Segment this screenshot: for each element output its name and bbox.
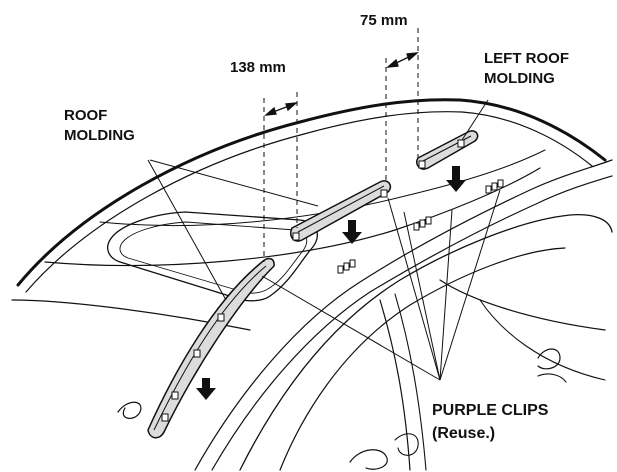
roof-molding-label-1: ROOF	[64, 107, 107, 124]
roof-molding-front	[147, 257, 275, 439]
install-arrows	[196, 166, 466, 400]
arrow-down-middle	[342, 220, 362, 244]
roof-edge-inner	[25, 111, 593, 293]
molding-middle-top	[297, 185, 385, 233]
leader-roof-to-middle	[149, 159, 319, 207]
molding-left-ends	[418, 139, 465, 169]
lower-curl	[394, 433, 419, 456]
roof-edge-outer	[16, 98, 607, 287]
arrow-down-front	[196, 378, 216, 400]
mirror-left	[349, 449, 388, 470]
roof-molding-label-2: MOLDING	[64, 127, 135, 144]
dimension-lines	[263, 28, 419, 262]
leader-lines	[147, 99, 501, 381]
leader-roof-to-front	[147, 159, 227, 301]
car-body	[11, 98, 613, 471]
window-frame	[279, 247, 566, 471]
purple-clips-label-2: (Reuse.)	[432, 425, 495, 442]
body-curl	[117, 401, 142, 419]
leader-clips-3	[403, 211, 441, 381]
left-roof-molding	[416, 130, 479, 170]
roof-crease	[44, 167, 541, 267]
door-frame	[239, 214, 613, 471]
handle-right-b	[537, 373, 567, 383]
pillar-b-2	[394, 293, 427, 471]
clip-2	[343, 262, 350, 271]
roof-crease-2	[99, 149, 546, 227]
molding-left-body	[416, 130, 479, 170]
molding-middle-ends	[292, 189, 388, 241]
clip-8	[491, 182, 498, 191]
clip-5	[419, 219, 426, 228]
molding-middle-body	[290, 180, 392, 242]
left-roof-molding-label-2: MOLDING	[484, 70, 555, 87]
leader-clips-1	[261, 275, 441, 381]
clip-6	[425, 216, 432, 225]
clip-row	[337, 179, 504, 274]
clip-7	[485, 185, 492, 194]
left-roof-molding-label-1: LEFT ROOF	[484, 50, 569, 67]
arrow-down-left	[446, 166, 466, 192]
dim-75-label: 75 mm	[360, 12, 408, 29]
pillar-b	[379, 299, 411, 471]
handle-right	[537, 348, 561, 370]
purple-clips-label-1: PURPLE CLIPS	[432, 402, 549, 419]
clip-9	[497, 179, 504, 188]
rail-channel-2	[211, 175, 613, 471]
molding-front-clips	[161, 313, 225, 422]
molding-front-body	[147, 257, 275, 439]
rear-window	[439, 279, 606, 331]
sunroof-outline	[107, 211, 318, 302]
clip-1	[337, 265, 344, 274]
leader-left-roof	[461, 99, 489, 141]
leader-clips-2	[387, 197, 441, 381]
molding-front-edge	[153, 265, 267, 431]
leader-clips-5	[439, 189, 501, 381]
clip-3	[349, 259, 356, 268]
leader-clips-4	[439, 209, 453, 381]
dimension-arrows	[264, 52, 419, 116]
roof-molding-middle	[290, 180, 392, 242]
rail-channel-1	[194, 159, 613, 471]
clip-4	[413, 222, 420, 231]
rear-door-lower	[479, 299, 606, 381]
sunroof-inner	[119, 221, 308, 294]
dim-138-label: 138 mm	[230, 59, 286, 76]
